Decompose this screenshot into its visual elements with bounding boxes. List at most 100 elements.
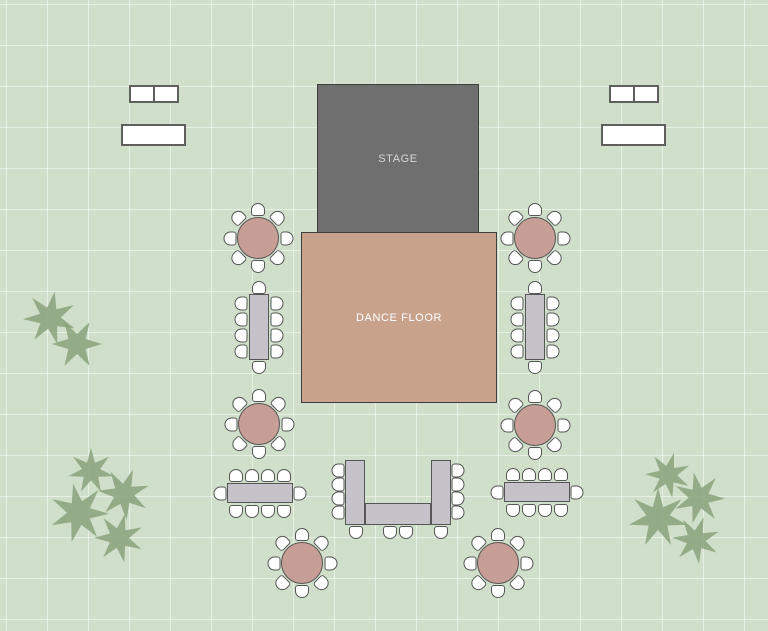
buffet-table-split[interactable] xyxy=(129,85,179,103)
dance-floor-zone[interactable]: DANCE FLOOR xyxy=(301,232,497,403)
chair xyxy=(451,477,465,491)
tree[interactable] xyxy=(51,483,109,543)
chair xyxy=(252,389,266,402)
tree[interactable] xyxy=(628,488,688,545)
chair xyxy=(331,477,345,491)
dance-floor-label: DANCE FLOOR xyxy=(355,311,443,324)
chair xyxy=(252,360,266,374)
round-table-top xyxy=(477,542,519,584)
chair xyxy=(528,260,542,273)
chair xyxy=(261,504,275,518)
chair xyxy=(251,203,265,216)
chair xyxy=(463,556,476,570)
chair xyxy=(546,328,560,342)
chair xyxy=(245,504,259,518)
chair xyxy=(528,280,542,294)
chair xyxy=(490,485,504,499)
buffet-table[interactable] xyxy=(121,124,186,146)
chair xyxy=(506,503,520,517)
round-table-top xyxy=(237,217,279,259)
chair xyxy=(557,418,570,432)
chair xyxy=(522,503,536,517)
chair xyxy=(506,467,520,481)
chair xyxy=(399,525,413,539)
tree[interactable] xyxy=(68,448,114,492)
chair xyxy=(280,231,293,245)
tree[interactable] xyxy=(52,322,102,366)
chair xyxy=(554,503,568,517)
chair xyxy=(224,417,237,431)
tree[interactable] xyxy=(672,517,719,564)
chair xyxy=(491,528,505,541)
chair xyxy=(213,486,227,500)
tree[interactable] xyxy=(23,291,75,344)
banquet-table-top xyxy=(504,482,570,502)
chair xyxy=(522,467,536,481)
chair xyxy=(528,203,542,216)
chair xyxy=(277,504,291,518)
chair xyxy=(270,344,284,358)
buffet-divider xyxy=(633,87,635,101)
chair xyxy=(510,296,524,310)
chair xyxy=(229,504,243,518)
chair xyxy=(570,485,584,499)
chair xyxy=(510,344,524,358)
chair xyxy=(451,505,465,519)
chair xyxy=(331,491,345,505)
round-table-top xyxy=(514,217,556,259)
tree[interactable] xyxy=(675,472,725,524)
chair xyxy=(546,296,560,310)
chair xyxy=(546,312,560,326)
chair xyxy=(234,328,248,342)
head-table-segment xyxy=(431,460,451,525)
chair xyxy=(546,344,560,358)
buffet-table-split[interactable] xyxy=(609,85,659,103)
head-table-segment xyxy=(365,503,431,525)
chair xyxy=(451,463,465,477)
chair xyxy=(331,505,345,519)
buffet-divider xyxy=(153,87,155,101)
chair xyxy=(223,231,236,245)
tree[interactable] xyxy=(94,513,142,563)
chair xyxy=(554,467,568,481)
chair xyxy=(520,556,533,570)
chair xyxy=(557,231,570,245)
chair xyxy=(451,491,465,505)
tree[interactable] xyxy=(98,469,149,520)
banquet-table-top xyxy=(227,483,293,503)
chair xyxy=(281,417,294,431)
chair xyxy=(234,296,248,310)
chair xyxy=(270,296,284,310)
chair xyxy=(331,463,345,477)
round-table-top xyxy=(281,542,323,584)
buffet-cell xyxy=(131,87,153,101)
chair xyxy=(349,525,363,539)
stage-zone[interactable]: STAGE xyxy=(317,84,479,233)
chair xyxy=(245,468,259,482)
chair xyxy=(510,328,524,342)
chair xyxy=(434,525,448,539)
stage-label: STAGE xyxy=(378,152,418,165)
buffet-cell xyxy=(635,87,657,101)
chair xyxy=(267,556,280,570)
chair xyxy=(277,468,291,482)
chair xyxy=(252,446,266,459)
buffet-table[interactable] xyxy=(601,124,666,146)
banquet-table-top xyxy=(525,294,545,360)
chair xyxy=(528,390,542,403)
tree[interactable] xyxy=(645,452,690,498)
banquet-table-top xyxy=(249,294,269,360)
round-table-top xyxy=(514,404,556,446)
chair xyxy=(270,312,284,326)
chair xyxy=(528,447,542,460)
chair xyxy=(252,280,266,294)
buffet-cell xyxy=(155,87,177,101)
chair xyxy=(234,344,248,358)
chair xyxy=(500,231,513,245)
chair xyxy=(270,328,284,342)
chair xyxy=(538,467,552,481)
chair xyxy=(234,312,248,326)
